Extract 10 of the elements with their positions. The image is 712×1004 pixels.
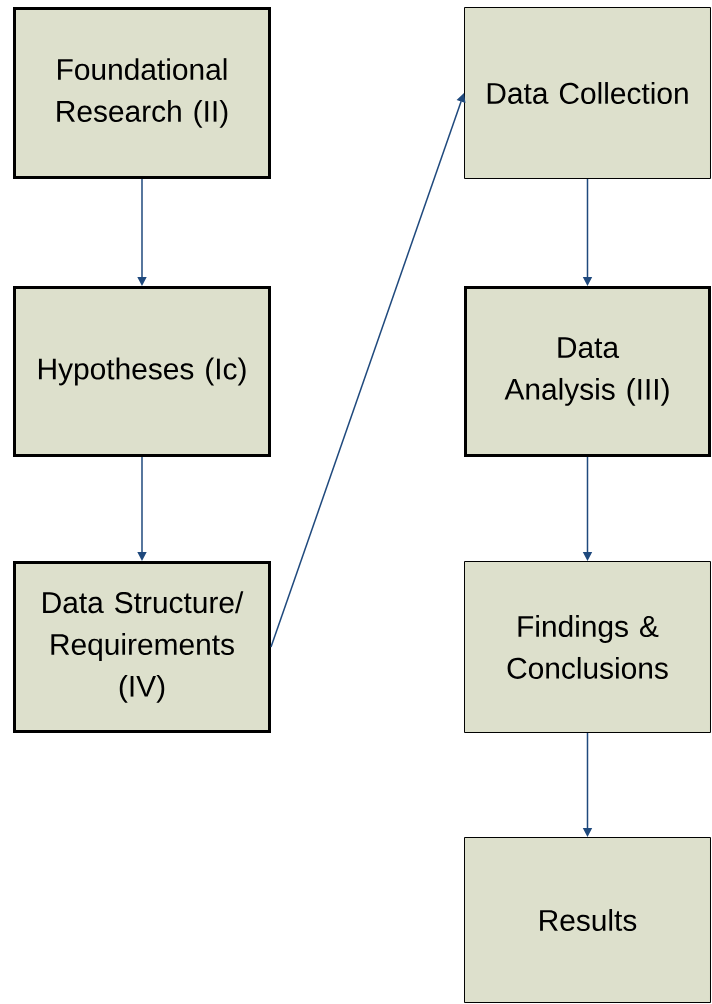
process-box: Foundational Research (II)	[13, 7, 271, 179]
process-box: Findings & Conclusions	[464, 561, 711, 733]
arrow	[137, 456, 147, 561]
arrow	[270, 93, 466, 648]
process-box: Hypotheses (Ic)	[13, 286, 271, 457]
process-box: Data Collection	[464, 7, 711, 179]
process-box: Data Analysis (III)	[464, 286, 711, 457]
process-box: Data Structure/ Requirements (IV)	[13, 561, 271, 733]
arrow	[137, 178, 147, 286]
process-box: Results	[464, 837, 711, 1003]
